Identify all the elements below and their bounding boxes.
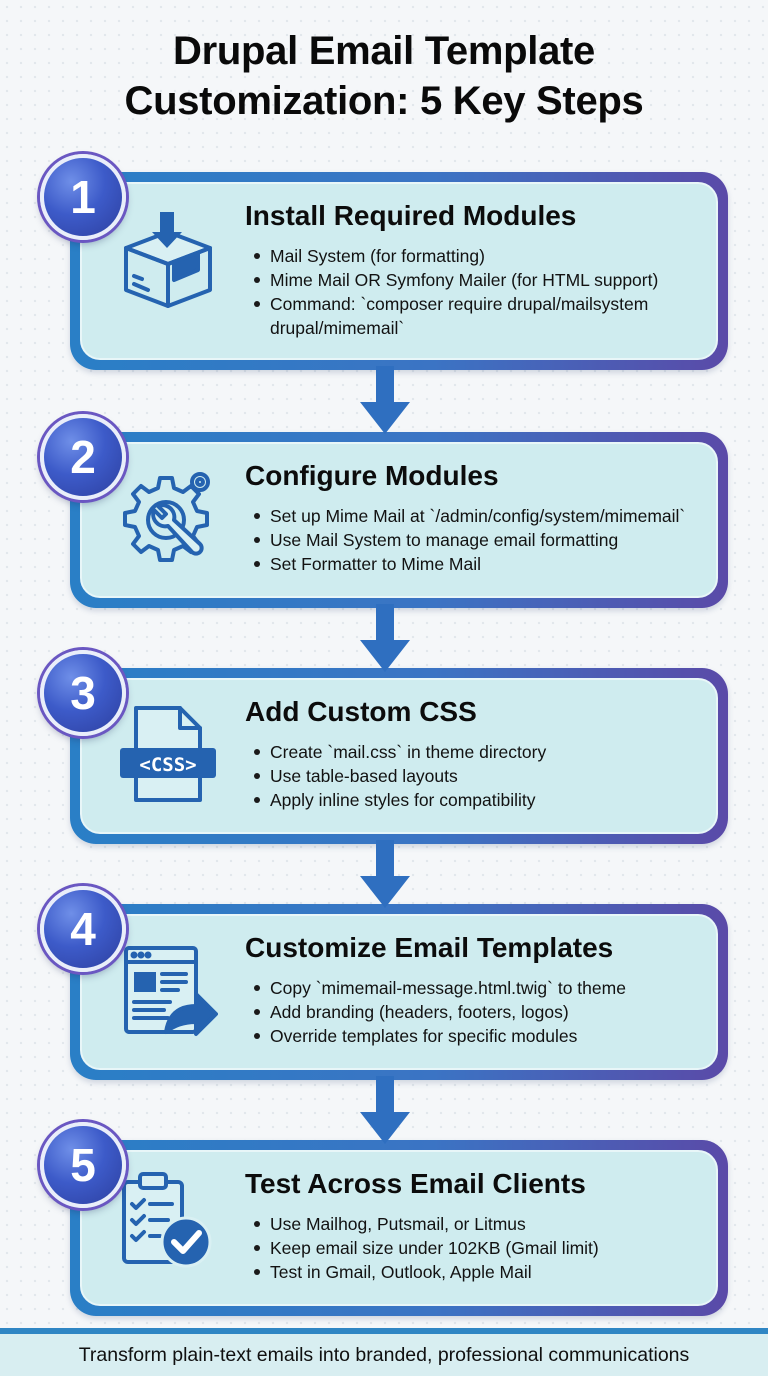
checklist-check-icon <box>122 1172 212 1268</box>
step-card-3: 3 <CSS> Add Custom CSS Create `mail.css`… <box>40 650 728 844</box>
step-number-badge: 2 <box>40 414 126 500</box>
step-bullet-list: Create `mail.css` in theme directory Use… <box>253 740 708 812</box>
down-arrow-icon <box>360 1076 410 1144</box>
step-bullet-list: Mail System (for formatting) Mime Mail O… <box>253 244 708 340</box>
step-card-1: 1 Install Required Modules Mail System (… <box>40 154 728 370</box>
card-body <box>80 182 718 360</box>
bullet-item: Use Mailhog, Putsmail, or Litmus <box>253 1212 708 1236</box>
step-bullet-list: Set up Mime Mail at `/admin/config/syste… <box>253 504 708 576</box>
bullet-item: Set up Mime Mail at `/admin/config/syste… <box>253 504 708 528</box>
step-number-badge: 5 <box>40 1122 126 1208</box>
card-body <box>80 442 718 598</box>
title-line-1: Drupal Email Template <box>173 29 595 73</box>
step-number-badge: 3 <box>40 650 126 736</box>
step-card-5: 5 Test Across Email Clients Use Mailhog,… <box>40 1122 728 1316</box>
step-title: Configure Modules <box>245 460 499 491</box>
step-card-4: 4 Customize Email Templates Copy `mimema… <box>40 886 728 1080</box>
template-window-icon <box>124 946 218 1036</box>
gear-wrench-icon <box>123 472 210 562</box>
bullet-item: Copy `mimemail-message.html.twig` to the… <box>253 976 708 1000</box>
bullet-item: Apply inline styles for compatibility <box>253 788 708 812</box>
page-title: Drupal Email Template Customization: 5 K… <box>0 26 768 126</box>
step-number-badge: 4 <box>40 886 126 972</box>
bullet-item: Create `mail.css` in theme directory <box>253 740 708 764</box>
step-bullet-list: Copy `mimemail-message.html.twig` to the… <box>253 976 708 1048</box>
bullet-item: Set Formatter to Mime Mail <box>253 552 708 576</box>
bullet-item: Keep email size under 102KB (Gmail limit… <box>253 1236 708 1260</box>
bullet-item: Command: `composer require drupal/mailsy… <box>253 292 708 340</box>
css-icon-label: <CSS> <box>139 754 196 776</box>
step-bullet-list: Use Mailhog, Putsmail, or Litmus Keep em… <box>253 1212 708 1284</box>
box-download-icon <box>124 212 212 308</box>
card-body <box>80 914 718 1070</box>
footer-text: Transform plain-text emails into branded… <box>78 1343 690 1366</box>
bullet-item: Add branding (headers, footers, logos) <box>253 1000 708 1024</box>
bullet-item: Use Mail System to manage email formatti… <box>253 528 708 552</box>
bullet-item: Mail System (for formatting) <box>253 244 708 268</box>
down-arrow-icon <box>360 840 410 908</box>
bullet-item: Override templates for specific modules <box>253 1024 708 1048</box>
title-line-2: Customization: 5 Key Steps <box>124 79 644 123</box>
bullet-item: Use table-based layouts <box>253 764 708 788</box>
step-title: Add Custom CSS <box>245 696 477 727</box>
step-title: Customize Email Templates <box>245 932 614 963</box>
bullet-item: Mime Mail OR Symfony Mailer (for HTML su… <box>253 268 708 292</box>
down-arrow-icon <box>360 366 410 434</box>
step-title: Install Required Modules <box>245 200 577 231</box>
css-file-icon: <CSS> <box>120 706 216 802</box>
step-number-badge: 1 <box>40 154 126 240</box>
step-card-2: 2 Configure Modules Set up Mime Mail at … <box>40 414 728 608</box>
down-arrow-icon <box>360 604 410 672</box>
bullet-item: Test in Gmail, Outlook, Apple Mail <box>253 1260 708 1284</box>
footer-banner: Transform plain-text emails into branded… <box>0 1328 768 1376</box>
step-title: Test Across Email Clients <box>245 1168 586 1199</box>
